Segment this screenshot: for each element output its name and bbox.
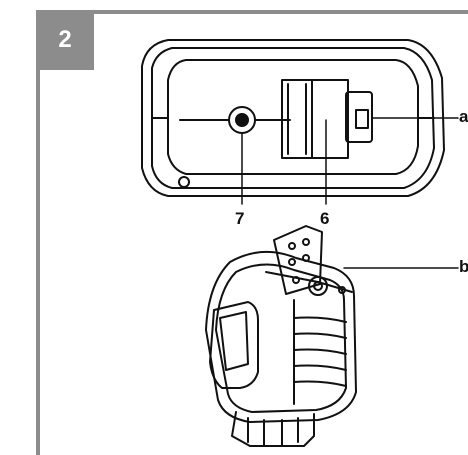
device-body-view (205, 225, 459, 447)
callout-label-a: a (459, 107, 468, 126)
device-back-view (141, 39, 459, 205)
figure-number-badge: 2 (36, 10, 94, 70)
frame-top-border (36, 10, 468, 14)
callout-label-7: 7 (235, 209, 245, 228)
callout-label-6: 6 (320, 209, 330, 228)
callout-label-b: b (459, 257, 468, 276)
frame-left-border (36, 10, 40, 455)
